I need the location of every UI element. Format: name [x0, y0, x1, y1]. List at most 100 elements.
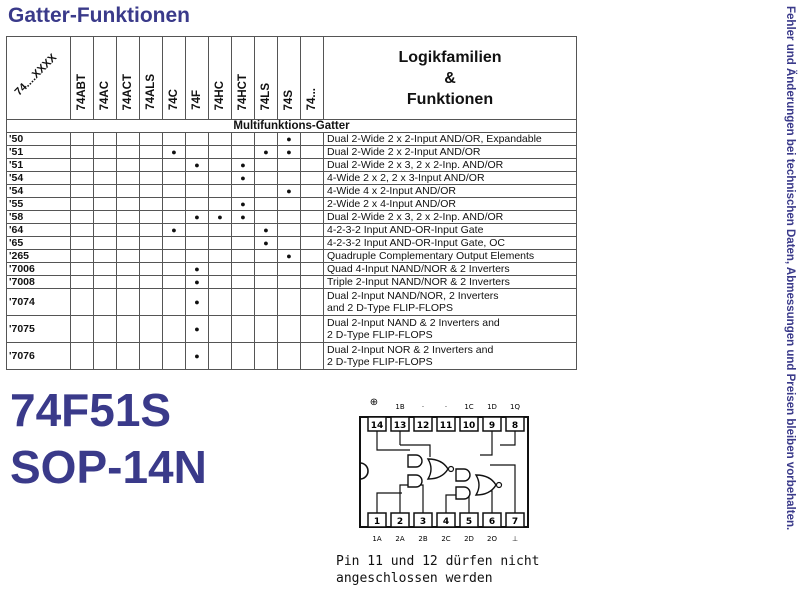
family-cell — [300, 184, 324, 198]
part-cell: '64 — [6, 223, 71, 237]
family-cell — [93, 223, 117, 237]
disclaimer-note: Fehler und Änderungen bei technischen Da… — [784, 6, 796, 531]
family-label: 74LS — [260, 82, 272, 111]
family-cell: ● — [231, 158, 255, 172]
table-row: '265●Quadruple Complementary Output Elem… — [6, 249, 577, 263]
family-cell: ● — [162, 145, 186, 159]
family-cell — [231, 132, 255, 146]
package-type: SOP-14N — [10, 441, 207, 493]
table-row: '7006●Quad 4-Input NAND/NOR & 2 Inverter… — [6, 262, 577, 276]
bottom-pin-label: 2A — [395, 535, 404, 543]
family-cell — [162, 249, 186, 263]
family-cell: ● — [231, 197, 255, 211]
family-cell — [162, 210, 186, 224]
family-cell — [93, 145, 117, 159]
wire — [420, 484, 424, 513]
availability-dot-icon: ● — [240, 199, 246, 209]
family-cell — [185, 197, 209, 211]
inverter-bubble-icon — [495, 481, 503, 489]
wire — [480, 431, 493, 456]
family-cell — [254, 197, 278, 211]
family-cell — [139, 158, 163, 172]
pin-number: 13 — [394, 421, 407, 431]
family-cell — [70, 315, 94, 343]
pin-number: 8 — [512, 421, 518, 431]
description-cell: 2-Wide 2 x 4-Input AND/OR — [323, 197, 577, 211]
description-cell: 4-2-3-2 Input AND-OR-Input Gate — [323, 223, 577, 237]
pin-number: 3 — [420, 517, 426, 527]
family-cell — [162, 171, 186, 185]
top-pin-label: 1D — [487, 403, 497, 411]
and-gate-icon — [455, 468, 471, 482]
availability-dot-icon: ● — [286, 147, 292, 157]
description-cell: Dual 2-Input NAND/NOR, 2 Inverters and 2… — [323, 288, 577, 316]
top-pin-label: · — [422, 403, 424, 411]
family-cell — [300, 249, 324, 263]
header-title-line: Logikfamilien — [398, 48, 502, 66]
family-cell — [139, 184, 163, 198]
supply-icon: ⊕ — [370, 397, 378, 408]
header-title-line: & — [444, 69, 456, 87]
page-heading: Gatter-Funktionen — [8, 4, 190, 27]
family-cell — [300, 145, 324, 159]
family-cell — [139, 275, 163, 289]
part-cell: '7006 — [6, 262, 71, 276]
family-cell — [300, 236, 324, 250]
family-cell — [185, 223, 209, 237]
family-cell — [116, 342, 140, 370]
description-cell: Dual 2-Wide 2 x 2-Input AND/OR, Expandab… — [323, 132, 577, 146]
family-cell — [162, 342, 186, 370]
availability-dot-icon: ● — [217, 212, 223, 222]
family-cell — [254, 315, 278, 343]
availability-dot-icon: ● — [263, 238, 269, 248]
family-cell: ● — [277, 145, 301, 159]
family-cell — [300, 171, 324, 185]
family-cell — [208, 262, 232, 276]
family-cell — [93, 158, 117, 172]
family-cell — [93, 236, 117, 250]
availability-dot-icon: ● — [194, 160, 200, 170]
family-cell — [116, 171, 140, 185]
family-cell — [116, 288, 140, 316]
family-cell — [300, 342, 324, 370]
family-cell — [254, 342, 278, 370]
family-cell — [139, 210, 163, 224]
family-cell — [208, 236, 232, 250]
bottom-pin-label: 1A — [372, 535, 381, 543]
or-gate-icon — [474, 474, 497, 496]
header-family-10: 74... — [300, 36, 324, 120]
family-cell — [70, 288, 94, 316]
family-cell — [70, 223, 94, 237]
family-cell — [162, 236, 186, 250]
family-cell — [277, 288, 301, 316]
family-cell: ● — [185, 342, 209, 370]
family-cell — [70, 184, 94, 198]
family-label: 74ACT — [122, 73, 134, 110]
family-cell — [162, 262, 186, 276]
part-cell: '7074 — [6, 288, 71, 316]
pin-number: 2 — [397, 517, 403, 527]
description-cell: 4-Wide 4 x 2-Input AND/OR — [323, 184, 577, 198]
family-cell: ● — [208, 210, 232, 224]
family-cell — [254, 288, 278, 316]
family-label: 74ALS — [145, 74, 157, 110]
part-cell: '55 — [6, 197, 71, 211]
or-gate-icon — [426, 458, 449, 480]
top-pin-label: · — [445, 403, 447, 411]
family-cell — [231, 223, 255, 237]
availability-dot-icon: ● — [171, 225, 177, 235]
part-cell: '58 — [6, 210, 71, 224]
family-cell — [162, 315, 186, 343]
table-row: '55 ● 2-Wide 2 x 4-Input AND/OR — [6, 197, 577, 211]
family-cell — [139, 145, 163, 159]
wire — [376, 431, 410, 451]
family-cell — [93, 132, 117, 146]
description-cell: Quad 4-Input NAND/NOR & 2 Inverters — [323, 262, 577, 276]
family-cell — [70, 262, 94, 276]
family-cell — [300, 315, 324, 343]
family-cell — [231, 249, 255, 263]
family-cell — [70, 145, 94, 159]
availability-dot-icon: ● — [240, 160, 246, 170]
